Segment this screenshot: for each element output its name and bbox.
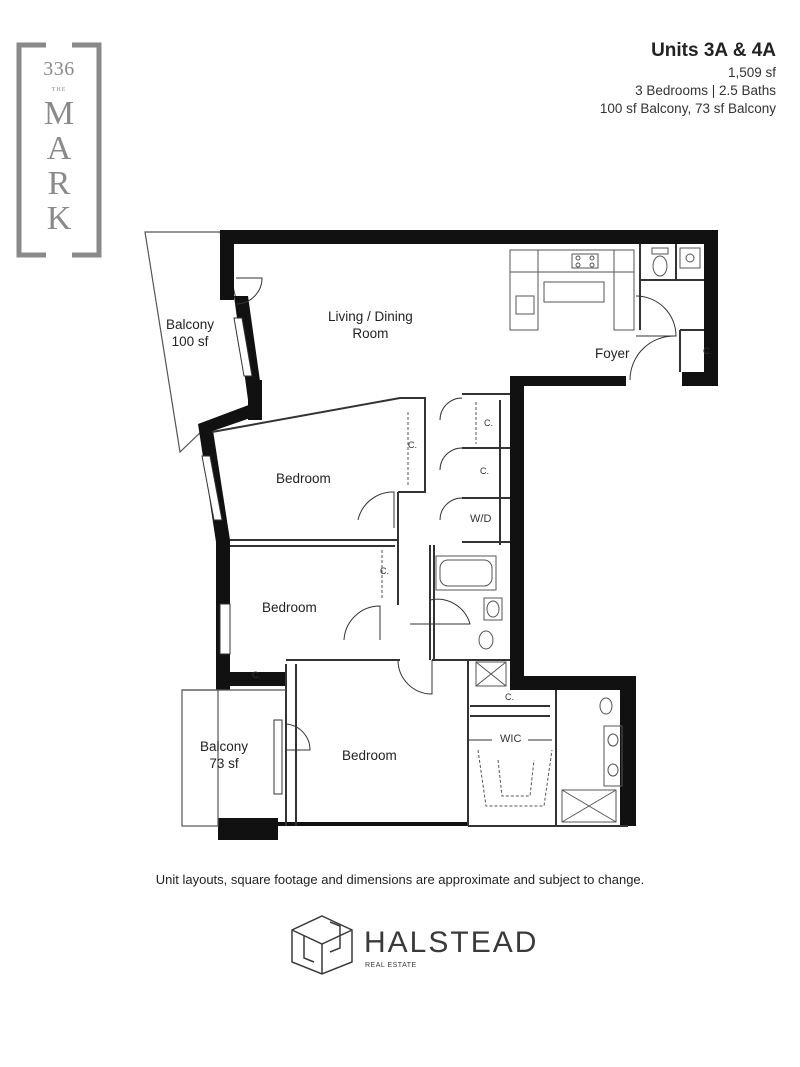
logo-letter-m: M xyxy=(43,95,75,132)
powder-room-fixtures xyxy=(651,247,701,277)
washer-dryer-label: W/D xyxy=(470,513,492,525)
logo-article: THE xyxy=(51,87,67,93)
outer-walls xyxy=(198,230,718,840)
balcony-bottom-area: 73 sf xyxy=(209,756,239,771)
disclaimer-text: Unit layouts, square footage and dimensi… xyxy=(155,872,645,887)
closet-label-2: C. xyxy=(480,466,489,476)
unit-title: Units 3A & 4A xyxy=(651,40,776,61)
logo-number: 336 xyxy=(43,58,75,80)
closet-label-1: C. xyxy=(484,418,493,428)
unit-balconies: 100 sf Balcony, 73 sf Balcony xyxy=(599,101,776,116)
halstead-cube-icon xyxy=(291,915,353,975)
living-room-label: Living / Dining Room xyxy=(328,308,413,342)
logo-letter-r: R xyxy=(47,165,71,202)
bedroom-3-label: Bedroom xyxy=(342,748,397,763)
hall-bath-fixtures xyxy=(435,555,507,687)
balcony-bottom-label: Balcony 73 sf xyxy=(200,738,248,772)
interior-walls xyxy=(211,244,704,827)
balcony-top-area: 100 sf xyxy=(171,334,209,349)
living-room-name-2: Room xyxy=(352,326,389,341)
logo-letter-k: K xyxy=(46,200,72,237)
balcony-top-name: Balcony xyxy=(166,317,215,332)
living-room-name: Living / Dining xyxy=(328,309,413,324)
logo-letter-a: A xyxy=(46,130,72,167)
windows xyxy=(201,317,253,655)
master-bath-fixtures xyxy=(561,697,623,823)
foyer-label: Foyer xyxy=(595,346,630,361)
bedroom-1-label: Bedroom xyxy=(276,471,331,486)
closet-label-5: C. xyxy=(252,670,261,680)
closet-rods xyxy=(381,402,477,600)
logo-frame xyxy=(16,42,102,258)
brand-subtitle: REAL ESTATE xyxy=(365,962,417,969)
kitchen xyxy=(509,249,635,331)
wic-label: WIC xyxy=(500,733,522,745)
closet-label-6: C. xyxy=(505,692,514,702)
door-swings xyxy=(235,277,677,751)
closet-label-7: C. xyxy=(703,346,712,356)
balcony-bottom-name: Balcony xyxy=(200,739,249,754)
unit-info: Units 3A & 4A 1,509 sf 3 Bedrooms | 2.5 … xyxy=(600,40,776,118)
bedroom-2-label: Bedroom xyxy=(262,600,317,615)
floor-plan: Balcony 100 sf Living / Dining Room Foye… xyxy=(144,230,718,840)
closet-label-3: C. xyxy=(408,440,417,450)
building-logo: 336 THE M A R K xyxy=(16,42,102,258)
halstead-logo: HALSTEAD REAL ESTATE xyxy=(286,912,556,976)
closet-label-4: C. xyxy=(380,566,389,576)
balcony-top-label: Balcony 100 sf xyxy=(166,316,214,350)
unit-rooms: 3 Bedrooms | 2.5 Baths xyxy=(635,83,776,98)
floor-plan-drawing xyxy=(144,230,718,840)
unit-area: 1,509 sf xyxy=(727,65,776,80)
wic-shelving xyxy=(477,749,553,807)
brand-name: HALSTEAD xyxy=(364,926,539,959)
